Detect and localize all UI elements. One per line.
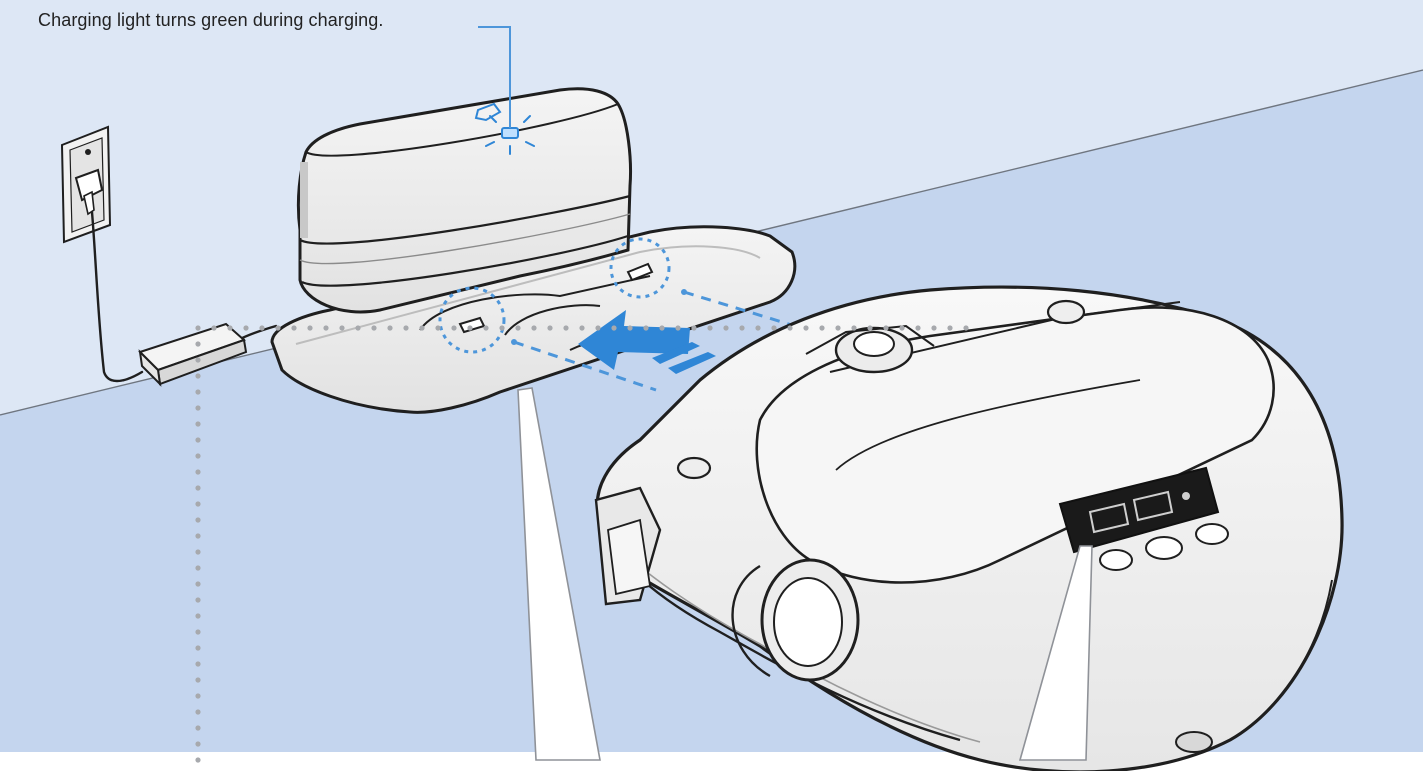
path-dot (227, 325, 233, 331)
path-dot (435, 325, 441, 331)
path-dot (659, 325, 665, 331)
path-dot (355, 325, 361, 331)
path-dot (483, 325, 489, 331)
path-dot (643, 325, 649, 331)
path-dot (195, 533, 201, 539)
power-adapter (138, 322, 248, 387)
panel-callout-wedge (1018, 545, 1093, 761)
path-dot (675, 325, 681, 331)
path-dot (195, 373, 201, 379)
path-dot (899, 325, 905, 331)
path-dot (947, 325, 953, 331)
path-dot (563, 325, 569, 331)
path-dot (403, 325, 409, 331)
path-dot (195, 453, 201, 459)
path-dot (195, 485, 201, 491)
path-dot (195, 629, 201, 635)
bottom-band (0, 752, 1423, 771)
path-dot (931, 325, 937, 331)
path-dot (195, 741, 201, 747)
path-dot (195, 661, 201, 667)
direction-arrow-icon (578, 310, 716, 374)
path-dot (195, 501, 201, 507)
path-dot (259, 325, 265, 331)
path-dot (195, 565, 201, 571)
path-dot (579, 325, 585, 331)
path-dot (195, 645, 201, 651)
path-dot (547, 325, 553, 331)
path-dot (451, 325, 457, 331)
path-dot (739, 325, 745, 331)
path-dot (195, 677, 201, 683)
path-dot (195, 469, 201, 475)
robot-vacuum (594, 285, 1344, 771)
left-terminal-highlight (438, 286, 506, 354)
path-dot (803, 325, 809, 331)
path-dot (291, 325, 297, 331)
path-dot (195, 437, 201, 443)
path-dot (195, 597, 201, 603)
path-dot (691, 325, 697, 331)
path-dot (515, 325, 521, 331)
path-dot (195, 693, 201, 699)
station-base-plate (270, 225, 797, 414)
path-dot (883, 325, 889, 331)
path-dot (723, 325, 729, 331)
path-dot (339, 325, 345, 331)
charging-light-caption: Charging light turns green during chargi… (38, 10, 384, 30)
path-dot (387, 325, 393, 331)
callout-leader-line (478, 26, 511, 128)
path-dot (707, 325, 713, 331)
path-dot (963, 325, 969, 331)
path-dot (323, 325, 329, 331)
path-dot (419, 325, 425, 331)
robot-control-panel (1058, 466, 1229, 571)
path-dot (755, 325, 761, 331)
path-dot (307, 325, 313, 331)
path-dot (243, 325, 249, 331)
path-dot (195, 341, 201, 347)
path-dot (915, 325, 921, 331)
path-dot (195, 517, 201, 523)
charging-station (270, 87, 797, 414)
path-dot (627, 325, 633, 331)
path-dot (195, 757, 201, 763)
path-dot (787, 325, 793, 331)
path-dot (195, 709, 201, 715)
path-dot (835, 325, 841, 331)
path-dot (595, 325, 601, 331)
terminal-callout-wedge (517, 387, 601, 761)
path-dot (611, 325, 617, 331)
path-dot (195, 549, 201, 555)
path-dot (851, 325, 857, 331)
path-dot (195, 325, 201, 331)
path-dot (211, 325, 217, 331)
path-dot (771, 325, 777, 331)
dotted-path (195, 325, 969, 763)
path-dot (531, 325, 537, 331)
path-dot (275, 325, 281, 331)
alignment-guides (513, 290, 809, 392)
path-dot (195, 581, 201, 587)
path-dot (819, 325, 825, 331)
path-dot (467, 325, 473, 331)
power-plug-icon (60, 125, 112, 244)
path-dot (195, 405, 201, 411)
right-terminal-highlight (609, 237, 671, 299)
path-dot (195, 725, 201, 731)
path-dot (867, 325, 873, 331)
path-dot (195, 357, 201, 363)
path-dot (195, 613, 201, 619)
path-dot (371, 325, 377, 331)
path-dot (195, 389, 201, 395)
path-dot (499, 325, 505, 331)
path-dot (195, 421, 201, 427)
